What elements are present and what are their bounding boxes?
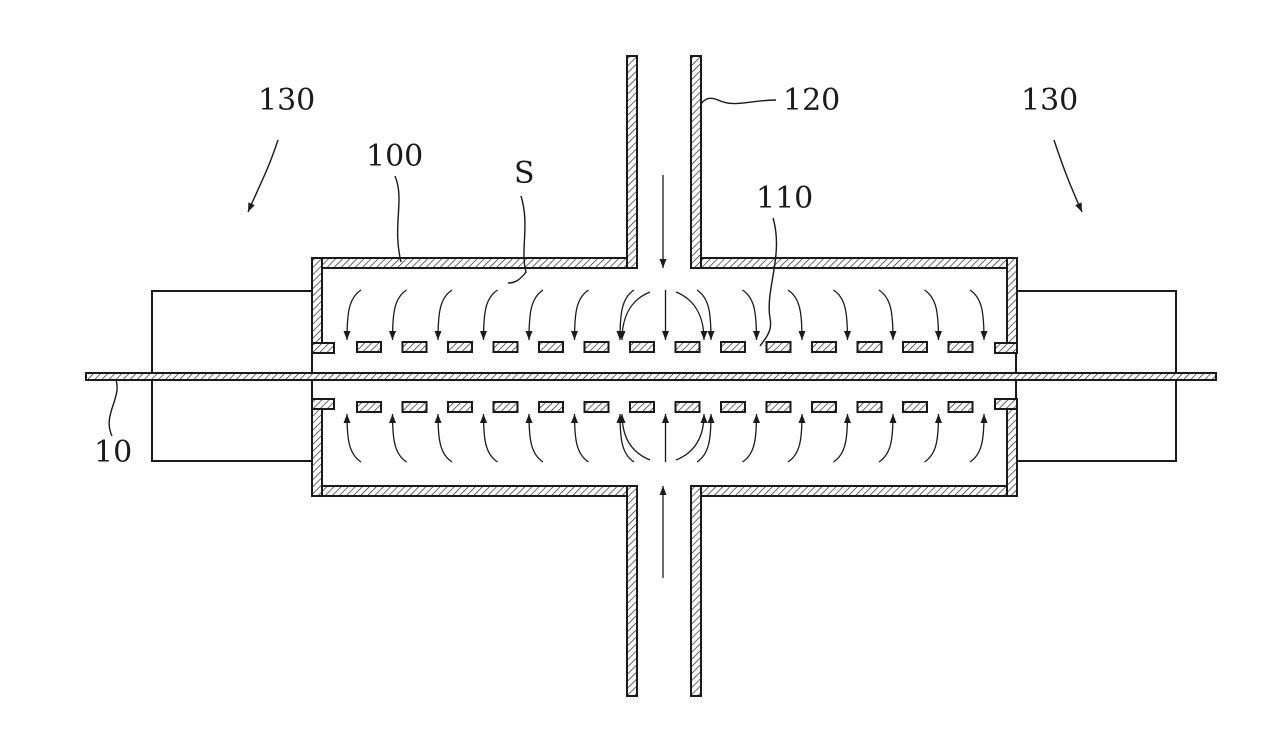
substrate [85,372,1217,381]
flow-arrow [389,413,407,463]
plate-segment [583,401,610,413]
plate-segment [401,341,428,353]
label-right-130: 130 [1021,83,1078,118]
flow-arrow [343,413,362,463]
flow-arrow [924,413,942,463]
plate-segment [720,401,746,413]
plate-segment [447,341,473,353]
flow-arrow [969,289,988,341]
plate-segment [856,401,883,413]
flow-arrow [787,289,806,341]
flow-arrow [525,413,544,463]
plate-leader [759,217,778,347]
gas-pipes [626,55,702,697]
flow-arrow [480,289,498,341]
plate-segment [811,401,837,413]
chamber-walls [311,257,1018,497]
plate-segment [674,341,701,353]
flow-arrow [675,291,708,341]
plate-segment [629,341,655,353]
plate-segment [674,401,701,413]
flow-arrow [742,289,760,341]
plate-segment [583,341,610,353]
flow-arrow [343,289,362,341]
plate-segment [856,341,883,353]
perforated-plate-upper [356,341,974,353]
substrate-leader [108,379,118,437]
flow-arrow [525,289,544,341]
perforated-plate-lower [356,401,974,413]
label-10: 10 [94,435,132,470]
plate-segment [447,401,473,413]
plate-segment [356,401,382,413]
pipe-leader [700,97,777,105]
plate-segment [947,401,974,413]
plate-segment [401,401,428,413]
flow-arrow [878,413,897,463]
flow-arrow [434,289,453,341]
flow-arrow [833,289,851,341]
label-left-130: 130 [258,83,315,118]
gas-flow-upper [343,289,988,341]
gas-flow-lower [343,413,988,463]
flow-arrow [696,413,715,463]
flow-arrow [480,413,498,463]
flow-arrow [571,413,589,463]
flow-arrow [787,413,806,463]
plate-segment [765,341,792,353]
plate-segment [538,341,564,353]
flow-arrow [675,413,708,461]
flow-arrow [833,413,851,463]
flow-arrow [742,413,760,463]
label-100: 100 [366,139,423,174]
plate-segment [765,401,792,413]
plate-segment [947,341,974,353]
plate-segment [492,401,519,413]
flow-arrow [878,289,897,341]
plate-segment [629,401,655,413]
flow-arrow [571,289,589,341]
flow-arrow [618,413,651,461]
chamber-leader [394,175,402,263]
left-unit-arrow [247,139,279,213]
label-S: S [514,156,535,191]
flow-arrow [969,413,988,463]
plate-segment [902,341,928,353]
plate-segment [902,401,928,413]
flow-arrow [434,413,453,463]
space-leader [507,195,527,284]
label-120: 120 [783,83,840,118]
plate-segment [356,341,382,353]
plate-segment [811,341,837,353]
plate-segment [720,341,746,353]
plate-segment [492,341,519,353]
label-110: 110 [756,181,813,216]
flow-arrow [924,289,942,341]
flow-arrow [389,289,407,341]
right-unit-arrow [1053,139,1083,213]
plate-segment [538,401,564,413]
flow-arrow [696,289,715,341]
flow-arrow [618,291,651,341]
